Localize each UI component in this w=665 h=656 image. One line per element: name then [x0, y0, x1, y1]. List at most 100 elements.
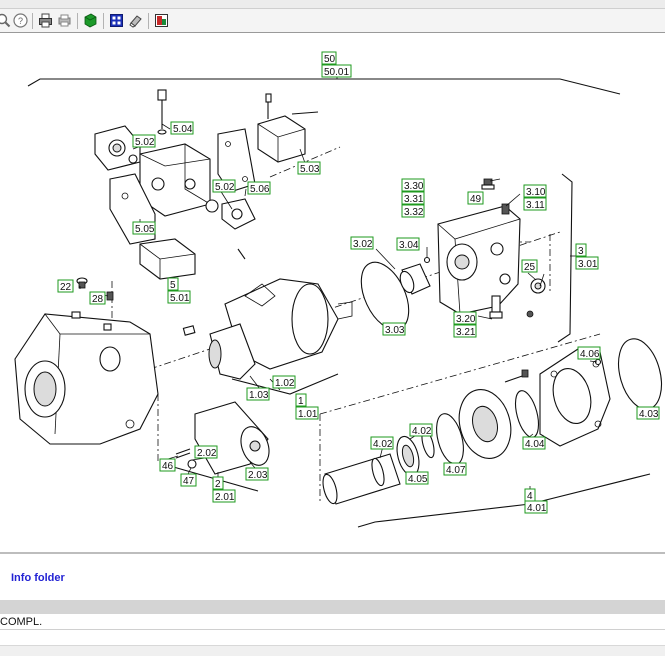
label-box[interactable] — [370, 436, 394, 450]
label-box[interactable] — [194, 445, 218, 459]
label-box[interactable] — [295, 393, 307, 407]
label-box[interactable] — [212, 476, 224, 490]
help-icon[interactable]: ? — [13, 13, 28, 28]
toolbar-separator — [103, 13, 104, 29]
label-box[interactable] — [521, 259, 538, 273]
label-box[interactable] — [180, 473, 197, 487]
label-box[interactable] — [170, 121, 194, 135]
label-box[interactable] — [297, 161, 321, 175]
label-text: 3.01 — [578, 259, 598, 270]
print-icon[interactable] — [38, 13, 53, 28]
label-box[interactable] — [524, 500, 548, 514]
label-text: 47 — [183, 476, 195, 487]
part-22-plug — [76, 277, 88, 289]
part-4-06-cover-plate — [539, 348, 611, 447]
part-2-cylinder — [194, 401, 270, 475]
part-5-03-block — [257, 93, 319, 163]
label-box[interactable] — [167, 277, 179, 291]
label-text: 4.02 — [412, 426, 432, 437]
zoom-icon[interactable] — [0, 13, 11, 28]
eraser-icon[interactable] — [128, 13, 143, 28]
label-box[interactable] — [245, 467, 269, 481]
label-text: 4 — [527, 491, 533, 502]
toolbar: ? — [0, 8, 665, 33]
label-text: 50.01 — [324, 67, 349, 78]
label-text: 4.05 — [408, 474, 428, 485]
label-box[interactable] — [159, 458, 176, 472]
label-box[interactable] — [522, 436, 546, 450]
small-ball — [526, 310, 534, 318]
label-box[interactable] — [167, 290, 191, 304]
svg-text:?: ? — [18, 16, 23, 26]
label-box[interactable] — [89, 291, 106, 305]
label-text: 2.02 — [197, 448, 217, 459]
table-header-band — [0, 600, 665, 614]
part-3-02-sleeve — [399, 263, 431, 295]
label-text: 5.01 — [170, 293, 190, 304]
label-box[interactable] — [453, 324, 477, 338]
print-preview-icon[interactable] — [57, 13, 72, 28]
label-box[interactable] — [577, 346, 601, 360]
part-3-10-plug — [501, 203, 510, 215]
label-box[interactable] — [401, 178, 425, 192]
assembly-bracket-50 — [27, 78, 621, 95]
table-row[interactable]: COMPL. — [0, 614, 665, 630]
label-box[interactable] — [575, 256, 599, 270]
label-box[interactable] — [132, 134, 156, 148]
part-bolt-4 — [504, 369, 529, 383]
export-icon[interactable] — [83, 13, 98, 28]
label-box[interactable] — [523, 197, 547, 211]
label-box[interactable] — [401, 191, 425, 205]
label-text: 1 — [298, 396, 304, 407]
label-box[interactable] — [575, 243, 587, 257]
label-box[interactable] — [523, 184, 547, 198]
label-box[interactable] — [453, 311, 477, 325]
label-box[interactable] — [382, 322, 406, 336]
assembly-bracket-3 — [557, 173, 573, 343]
label-box[interactable] — [272, 375, 296, 389]
part-4-shaft — [322, 453, 401, 505]
label-text: 4.02 — [373, 439, 393, 450]
label-text: 3.21 — [456, 327, 476, 338]
label-box[interactable] — [321, 64, 352, 78]
label-box[interactable] — [57, 279, 74, 293]
label-box[interactable] — [212, 489, 236, 503]
label-text: 5.04 — [173, 124, 193, 135]
part-25-nut — [530, 278, 546, 294]
o-ring-5-02b — [205, 199, 219, 213]
label-box[interactable] — [246, 387, 270, 401]
grid-icon[interactable] — [109, 13, 124, 28]
label-text: 46 — [162, 461, 174, 472]
label-box[interactable] — [350, 236, 374, 250]
label-box[interactable] — [467, 191, 484, 205]
label-text: 3.04 — [399, 240, 419, 251]
label-box[interactable] — [636, 406, 660, 420]
label-box[interactable] — [321, 51, 337, 65]
label-text: 4.06 — [580, 349, 600, 360]
label-box[interactable] — [212, 179, 236, 193]
part-4-05-bearing — [396, 435, 420, 477]
label-text: 3.30 — [404, 181, 424, 192]
assembly-bracket-1 — [231, 373, 339, 395]
label-box[interactable] — [405, 471, 429, 485]
label-text: 4.01 — [527, 503, 547, 514]
label-box[interactable] — [409, 423, 433, 437]
label-box[interactable] — [396, 237, 420, 251]
label-box[interactable] — [247, 181, 271, 195]
part-4-02-ring — [371, 457, 385, 487]
panel-divider[interactable] — [0, 552, 665, 554]
label-box[interactable] — [132, 221, 156, 235]
label-box[interactable] — [295, 406, 319, 420]
part-47-nut — [187, 459, 197, 469]
label-text: 50 — [324, 54, 336, 65]
part-4-03-gasket — [618, 338, 662, 410]
part-5-06-gasket — [217, 128, 256, 193]
info-folder-link[interactable]: Info folder — [11, 572, 65, 584]
part-4-04-seal — [514, 390, 540, 438]
label-text: 2 — [215, 479, 221, 490]
label-box[interactable] — [443, 462, 467, 476]
part-5-04-bolt — [157, 89, 167, 135]
label-text: 1.02 — [275, 378, 295, 389]
image-icon[interactable] — [154, 13, 169, 28]
label-box[interactable] — [401, 204, 425, 218]
